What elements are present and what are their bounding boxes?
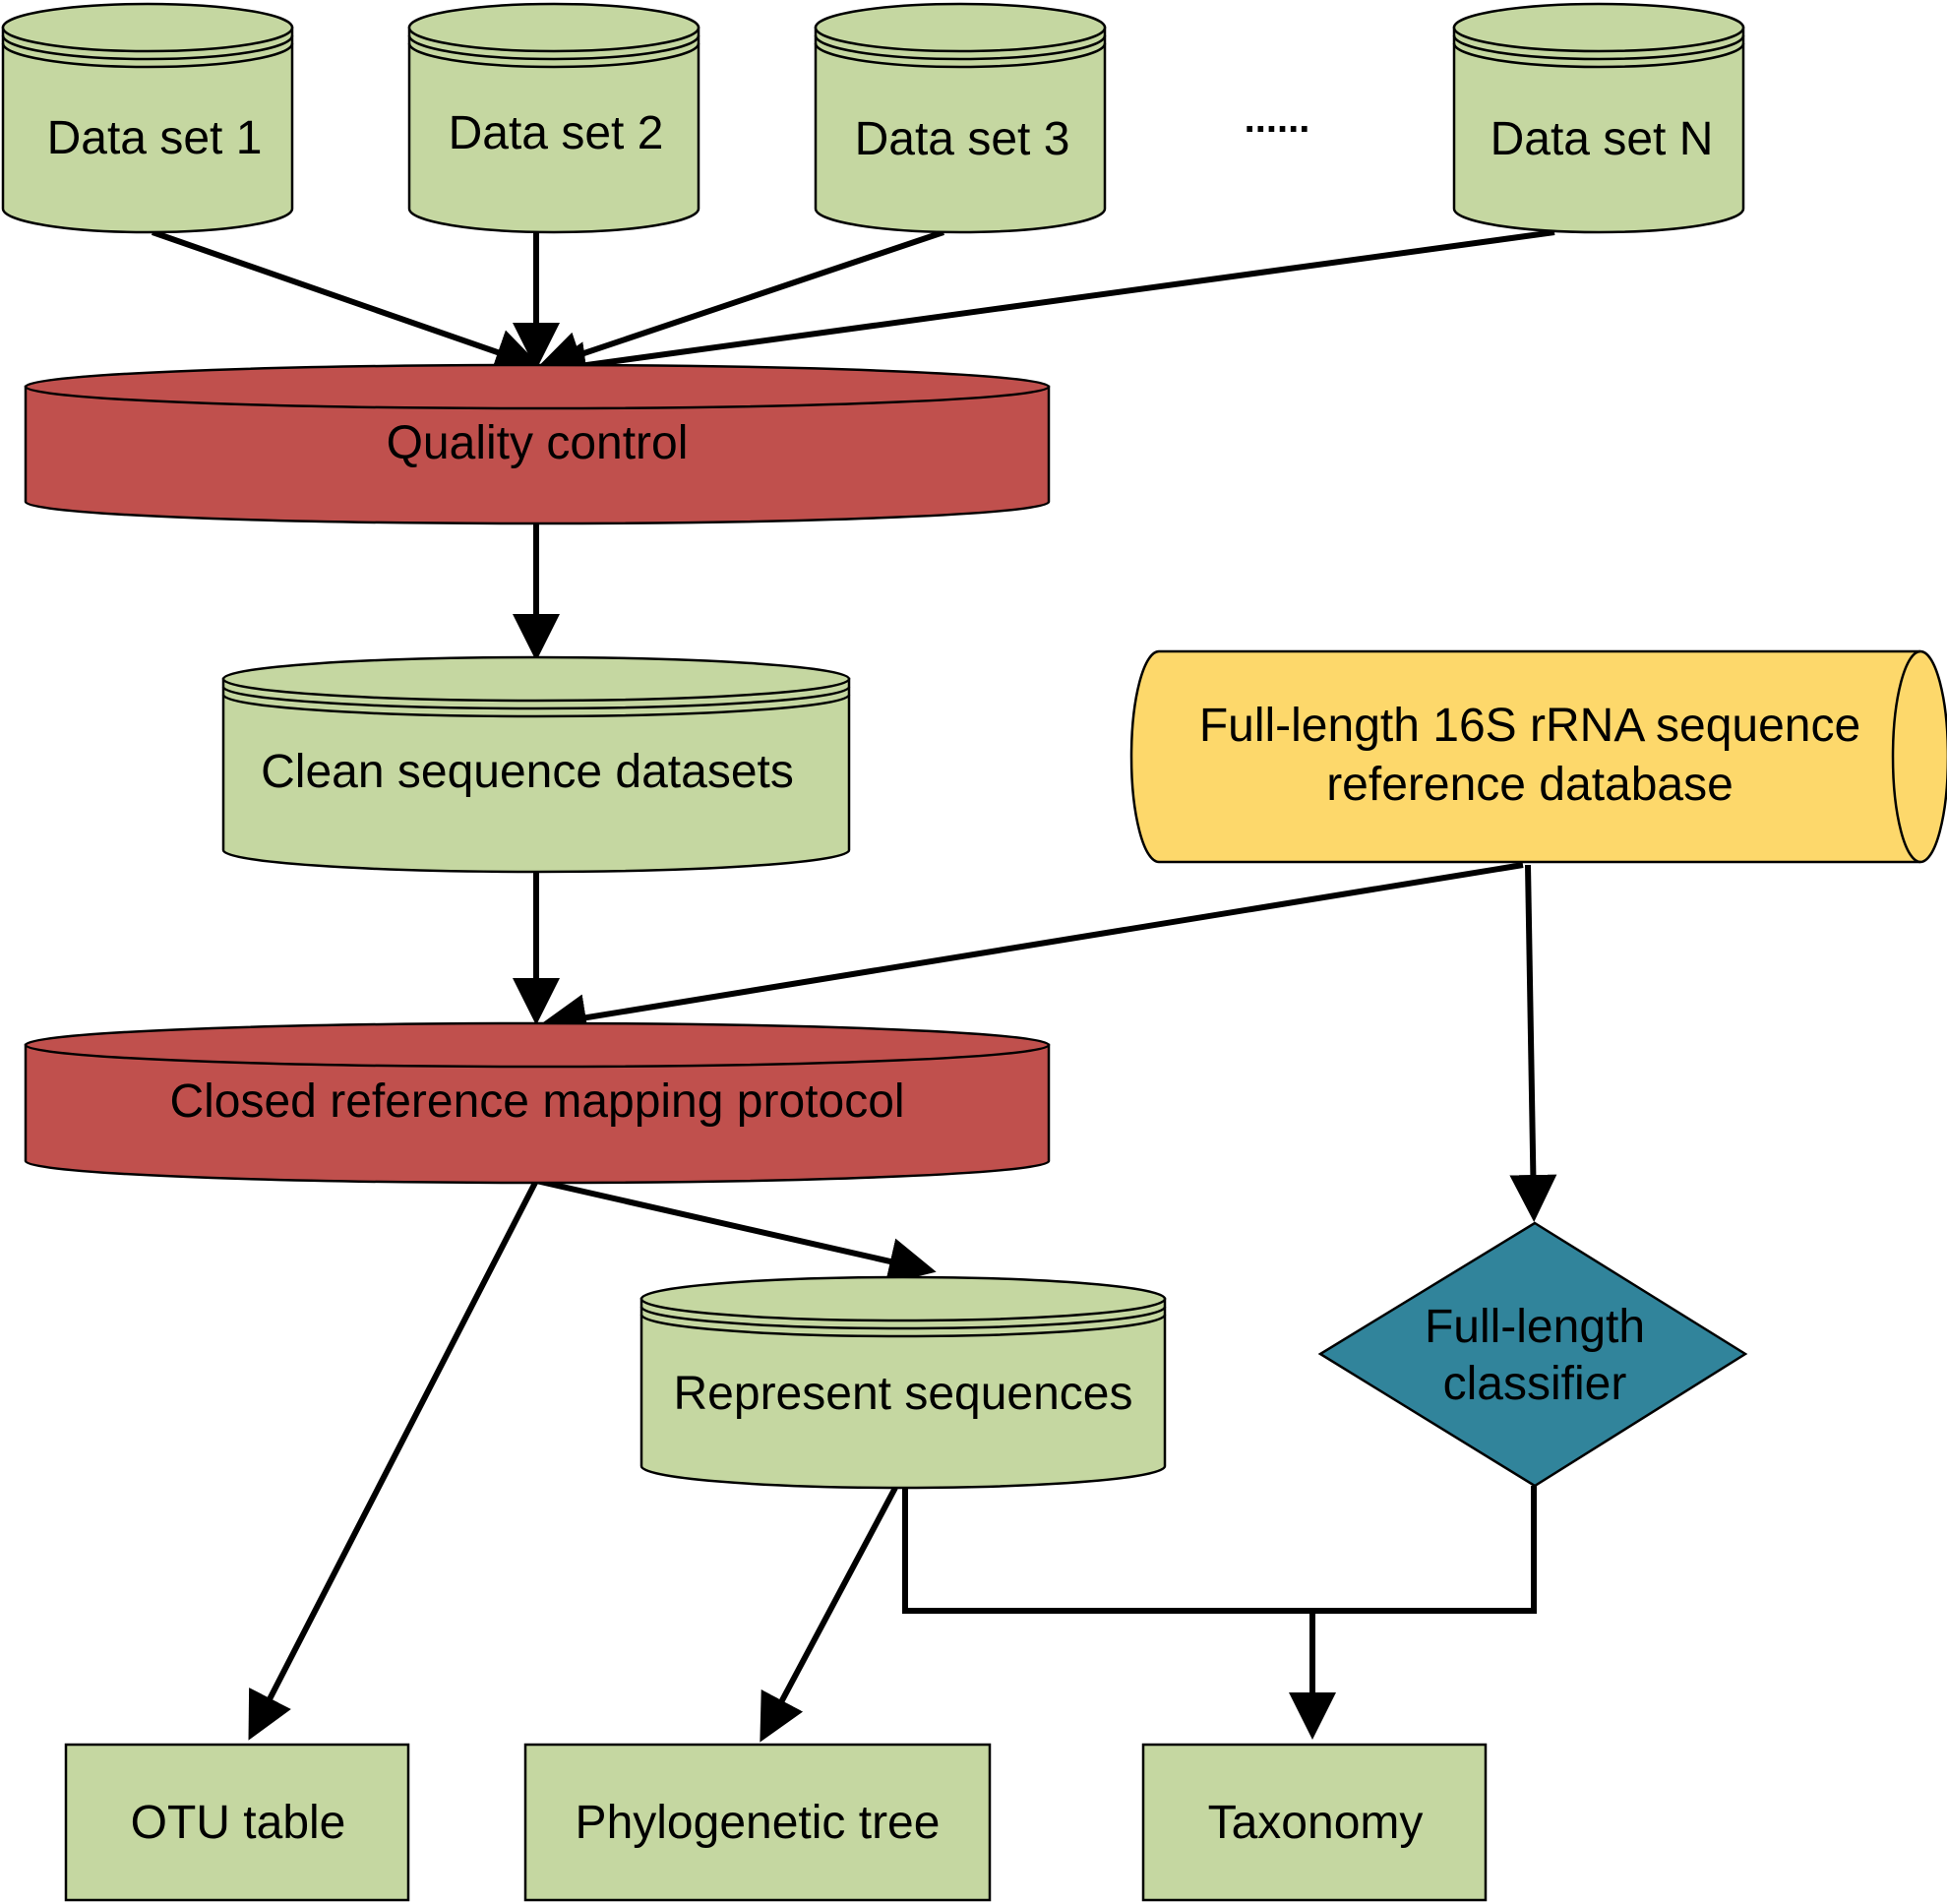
- dataset-2-label: Data set 2: [449, 107, 664, 159]
- connector-classifier-to-junction: [1312, 1486, 1537, 1614]
- clean-datasets-node: Clean sequence datasets: [221, 655, 851, 874]
- taxonomy-label: Taxonomy: [1208, 1797, 1424, 1849]
- dataset-2: Data set 2: [407, 2, 700, 234]
- represent-sequences-node: Represent sequences: [639, 1275, 1167, 1490]
- arrow-datasetN-to-qc: [539, 229, 1555, 389]
- dataset-3-label: Data set 3: [855, 113, 1070, 165]
- clean-datasets-label: Clean sequence datasets: [261, 746, 794, 798]
- taxonomy-node: Taxonomy: [1141, 1743, 1488, 1902]
- closed-reference-label: Closed reference mapping protocol: [169, 1075, 904, 1128]
- dataset-1: Data set 1: [1, 2, 294, 234]
- dataset-n: Data set N: [1452, 2, 1745, 234]
- dataset-1-label: Data set 1: [47, 112, 263, 164]
- reference-database-label-line1: Full-length 16S rRNA sequence: [1199, 700, 1860, 752]
- otu-table-node: OTU table: [64, 1743, 410, 1902]
- arrow-dataset1-to-qc: [152, 229, 543, 375]
- phylogenetic-tree-node: Phylogenetic tree: [523, 1743, 992, 1902]
- arrow-closedref-to-otu: [248, 1179, 539, 1741]
- arrow-dataset3-to-qc: [534, 229, 944, 378]
- quality-control-node: Quality control: [24, 363, 1051, 525]
- ellipsis: ......: [1245, 97, 1310, 141]
- represent-sequences-label: Represent sequences: [674, 1368, 1133, 1420]
- phylogenetic-tree-label: Phylogenetic tree: [576, 1797, 941, 1849]
- arrow-represent-to-tree: [760, 1486, 898, 1743]
- classifier-node: Full-length classifier: [1317, 1221, 1748, 1488]
- connector-represent-to-junction: [902, 1488, 1312, 1614]
- dataset-3: Data set 3: [814, 2, 1107, 234]
- arrow-refdb-to-closedref: [539, 862, 1524, 1041]
- reference-database-node: Full-length 16S rRNA sequence reference …: [1129, 649, 1947, 864]
- otu-table-label: OTU table: [131, 1797, 346, 1849]
- arrow-closedref-to-represent: [535, 1178, 937, 1285]
- closed-reference-node: Closed reference mapping protocol: [24, 1021, 1051, 1185]
- classifier-label-line1: Full-length: [1425, 1301, 1645, 1353]
- quality-control-label: Quality control: [387, 417, 689, 469]
- connectors: [152, 229, 1557, 1743]
- classifier-label-line2: classifier: [1443, 1358, 1627, 1410]
- dataset-n-label: Data set N: [1491, 113, 1714, 165]
- arrow-refdb-to-classifier: [1509, 864, 1557, 1222]
- reference-database-label-line2: reference database: [1326, 759, 1734, 811]
